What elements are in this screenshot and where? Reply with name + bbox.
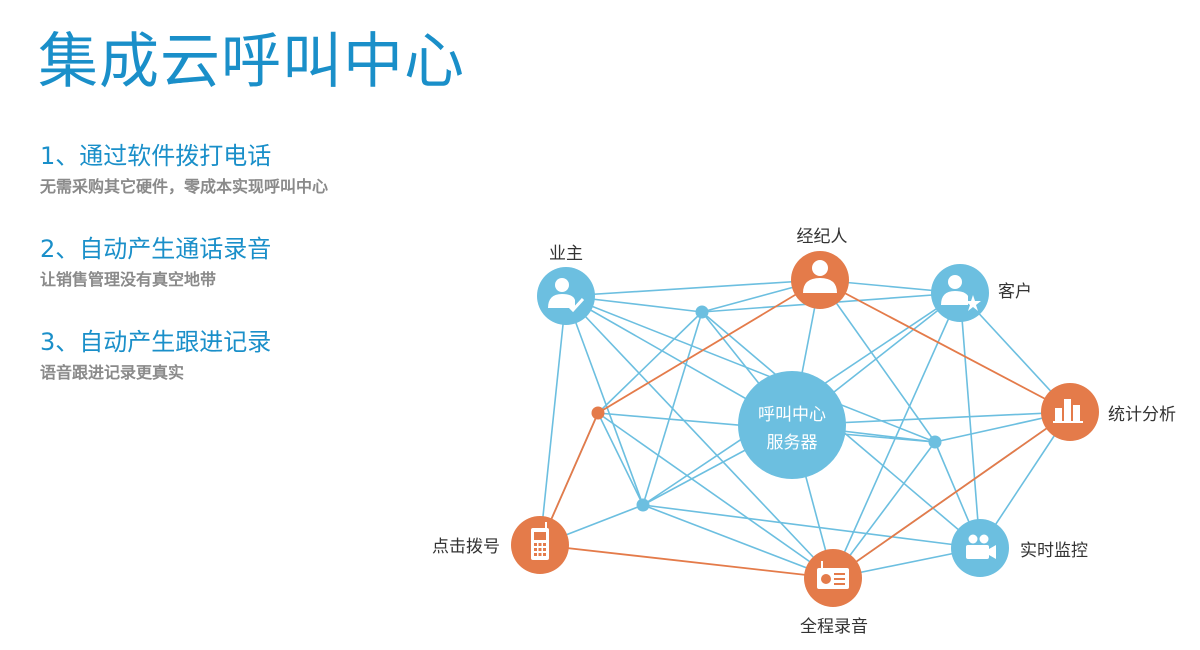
junction-dot (695, 305, 709, 319)
node-monitoring: 实时监控 (951, 519, 1088, 577)
node-label: 全程录音 (800, 617, 868, 637)
junction-dot (591, 406, 605, 420)
node-label: 业主 (549, 244, 583, 264)
junction-dot (928, 435, 942, 449)
video-camera-icon (966, 534, 996, 559)
node-label: 实时监控 (1020, 541, 1088, 561)
agent-icon (803, 260, 837, 293)
center-label-line2: 服务器 (767, 433, 818, 453)
node-click-to-dial: 点击拨号 (432, 516, 569, 574)
customer-icon (941, 275, 981, 311)
node-agent: 经纪人 (791, 227, 849, 309)
feature-description: 让销售管理没有真空地带 (40, 270, 217, 289)
call-center-server-node: 呼叫中心 服务器 (738, 371, 846, 479)
node-label: 统计分析 (1108, 405, 1176, 425)
mobile-phone-icon (531, 522, 549, 560)
node-statistics: 统计分析 (1041, 383, 1176, 441)
feature-heading: 3、自动产生跟进记录 (40, 328, 272, 356)
bar-chart-icon (1053, 399, 1083, 423)
node-owner: 业主 (537, 244, 595, 325)
feature-heading: 1、通过软件拨打电话 (40, 142, 272, 170)
owner-icon (548, 278, 585, 313)
feature-item: 2、自动产生通话录音 让销售管理没有真空地带 (40, 233, 271, 291)
node-label: 经纪人 (797, 227, 848, 247)
junction-dot (636, 498, 650, 512)
page-title: 集成云呼叫中心 (38, 27, 465, 97)
feature-description: 语音跟进记录更真实 (40, 363, 185, 382)
center-label-line1: 呼叫中心 (758, 405, 826, 425)
orange-connections (539, 279, 1071, 579)
feature-heading: 2、自动产生通话录音 (40, 235, 272, 263)
node-customer: 客户 (931, 264, 1032, 322)
feature-item: 3、自动产生跟进记录 语音跟进记录更真实 (40, 326, 271, 384)
feature-item: 1、通过软件拨打电话 无需采购其它硬件，零成本实现呼叫中心 (40, 140, 328, 198)
node-recording: 全程录音 (800, 549, 868, 637)
node-label: 点击拨号 (432, 537, 500, 557)
feature-description: 无需采购其它硬件，零成本实现呼叫中心 (40, 177, 329, 196)
radio-recorder-icon (817, 561, 849, 589)
node-label: 客户 (998, 282, 1032, 302)
